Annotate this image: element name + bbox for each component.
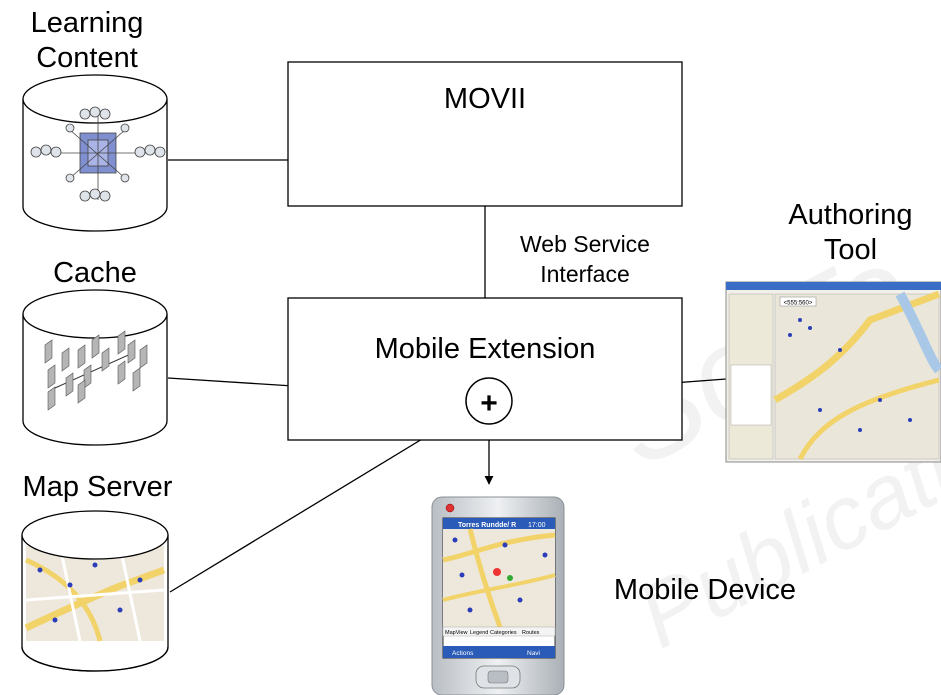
map-server-label: Map Server: [22, 471, 173, 503]
authoring-tool-label: Authoring Tool: [768, 198, 933, 268]
cache-database: [22, 289, 168, 446]
device-tab-legend: Legend: [470, 630, 488, 636]
authoring-tool-label-line2: Tool: [823, 234, 878, 266]
authoring-tool-screenshot: <555:560>: [725, 281, 941, 463]
device-tab-categories: Categories: [490, 630, 517, 636]
mobile-device-image: Torres Rundde/ R 17:00 MapView Legend Ca…: [431, 496, 565, 695]
device-clock: 17:00: [528, 522, 546, 529]
web-service-interface-label: Web Service Interface: [490, 229, 680, 289]
device-softkey-navi: Navi: [527, 650, 540, 657]
authoring-title-box: <555:560>: [784, 301, 813, 307]
map-image: [24, 545, 166, 642]
movii-box: [287, 61, 683, 207]
mobile-device-label: Mobile Device: [613, 574, 797, 606]
authoring-tool-label-line1: Authoring: [788, 199, 913, 231]
learning-content-label-line1: Learning: [30, 7, 144, 39]
junction-symbol: +: [480, 387, 498, 420]
device-tab-routes: Routes: [522, 630, 540, 636]
learning-content-label: Learning Content: [2, 6, 172, 76]
web-service-interface-line1: Web Service: [520, 231, 650, 257]
map-server-database: [21, 510, 169, 672]
learning-content-label-line2: Content: [36, 42, 138, 74]
device-map: [442, 528, 556, 628]
junction-node: +: [465, 377, 513, 425]
web-service-interface-line2: Interface: [540, 261, 630, 287]
learning-content-database: [22, 74, 168, 232]
mobile-extension-label: Mobile Extension: [374, 333, 596, 365]
device-power-icon: [445, 503, 455, 513]
device-title: Torres Rundde/ R: [458, 522, 516, 529]
cache-tiles-icon: [44, 330, 148, 411]
device-tab-mapview: MapView: [445, 630, 468, 636]
movii-label: MOVII: [443, 83, 527, 115]
cache-label: Cache: [53, 257, 137, 289]
learning-object-network-icon: [30, 106, 166, 202]
device-softkey-actions: Actions: [452, 650, 474, 657]
